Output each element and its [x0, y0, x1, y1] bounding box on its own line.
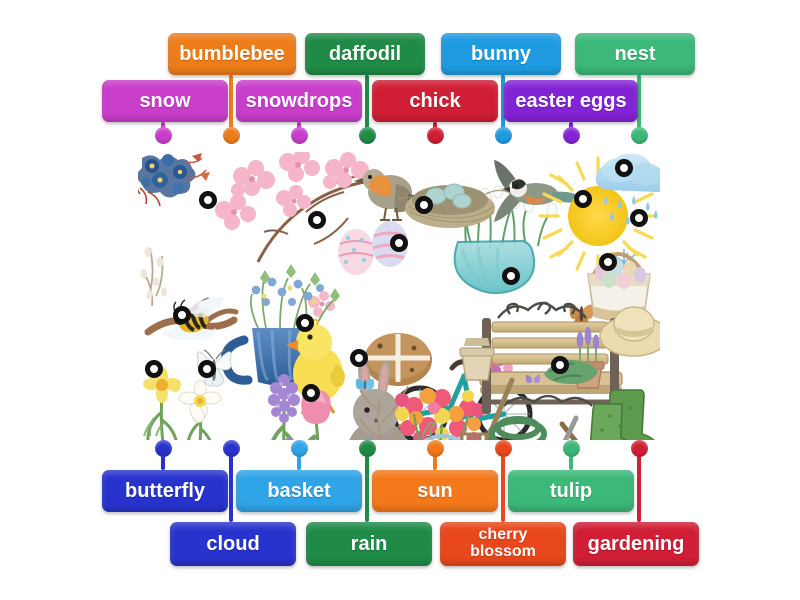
marker-cherry-blossom[interactable]: [199, 191, 217, 209]
label-basket[interactable]: basket: [236, 470, 362, 512]
connector-line-rain: [365, 456, 369, 522]
connector-dot-easter-eggs[interactable]: [562, 126, 580, 144]
connector-dot-tulip[interactable]: [562, 439, 580, 457]
connector-dot-nest[interactable]: [630, 126, 648, 144]
spring-collage-image[interactable]: [138, 152, 660, 440]
marker-tulip[interactable]: [302, 384, 320, 402]
marker-basket[interactable]: [502, 267, 520, 285]
connector-dot-sun[interactable]: [426, 439, 444, 457]
connector-line-tulip: [569, 456, 573, 470]
connector-dot-bumblebee[interactable]: [222, 126, 240, 144]
connector-dot-basket[interactable]: [290, 439, 308, 457]
marker-rain[interactable]: [630, 209, 648, 227]
label-gardening[interactable]: gardening: [573, 522, 699, 566]
connector-dot-snow[interactable]: [154, 126, 172, 144]
label-cloud[interactable]: cloud: [170, 522, 296, 566]
marker-bumblebee[interactable]: [173, 306, 191, 324]
connector-line-daffodil: [365, 75, 369, 143]
connector-dot-daffodil[interactable]: [358, 126, 376, 144]
marker-gardening[interactable]: [551, 356, 569, 374]
marker-cloud[interactable]: [615, 159, 633, 177]
connector-line-bunny: [501, 75, 505, 143]
label-daffodil[interactable]: daffodil: [305, 33, 425, 75]
label-nest[interactable]: nest: [575, 33, 695, 75]
marker-nest[interactable]: [415, 196, 433, 214]
connector-dot-butterfly[interactable]: [154, 439, 172, 457]
connector-dot-rain[interactable]: [358, 439, 376, 457]
connector-line-cherry-blossom: [501, 456, 505, 522]
marker-snow[interactable]: [599, 253, 617, 271]
label-tulip[interactable]: tulip: [508, 470, 634, 512]
label-cherry-blossom[interactable]: cherry blossom: [440, 522, 566, 566]
connector-line-cloud: [229, 456, 233, 522]
marker-chick[interactable]: [296, 314, 314, 332]
connector-dot-bunny[interactable]: [494, 126, 512, 144]
label-snow[interactable]: snow: [102, 80, 228, 122]
connector-dot-snowdrops[interactable]: [290, 126, 308, 144]
label-snowdrops[interactable]: snowdrops: [236, 80, 362, 122]
connector-line-butterfly: [161, 456, 165, 470]
collage-artwork: [138, 152, 660, 440]
label-butterfly[interactable]: butterfly: [102, 470, 228, 512]
label-chick[interactable]: chick: [372, 80, 498, 122]
connector-dot-cherry-blossom[interactable]: [494, 439, 512, 457]
marker-bunny[interactable]: [350, 349, 368, 367]
connector-dot-cloud[interactable]: [222, 439, 240, 457]
label-bunny[interactable]: bunny: [441, 33, 561, 75]
connector-line-gardening: [637, 456, 641, 522]
label-sun[interactable]: sun: [372, 470, 498, 512]
marker-snowdrops[interactable]: [308, 211, 326, 229]
connector-line-nest: [637, 75, 641, 143]
label-easter-eggs[interactable]: easter eggs: [504, 80, 638, 122]
marker-butterfly[interactable]: [198, 360, 216, 378]
label-rain[interactable]: rain: [306, 522, 432, 566]
connector-dot-gardening[interactable]: [630, 439, 648, 457]
connector-line-basket: [297, 456, 301, 470]
connector-line-sun: [433, 456, 437, 470]
marker-sun[interactable]: [574, 190, 592, 208]
connector-dot-chick[interactable]: [426, 126, 444, 144]
connector-line-bumblebee: [229, 75, 233, 143]
marker-easter-eggs[interactable]: [390, 234, 408, 252]
marker-daffodil[interactable]: [145, 360, 163, 378]
label-bumblebee[interactable]: bumblebee: [168, 33, 296, 75]
